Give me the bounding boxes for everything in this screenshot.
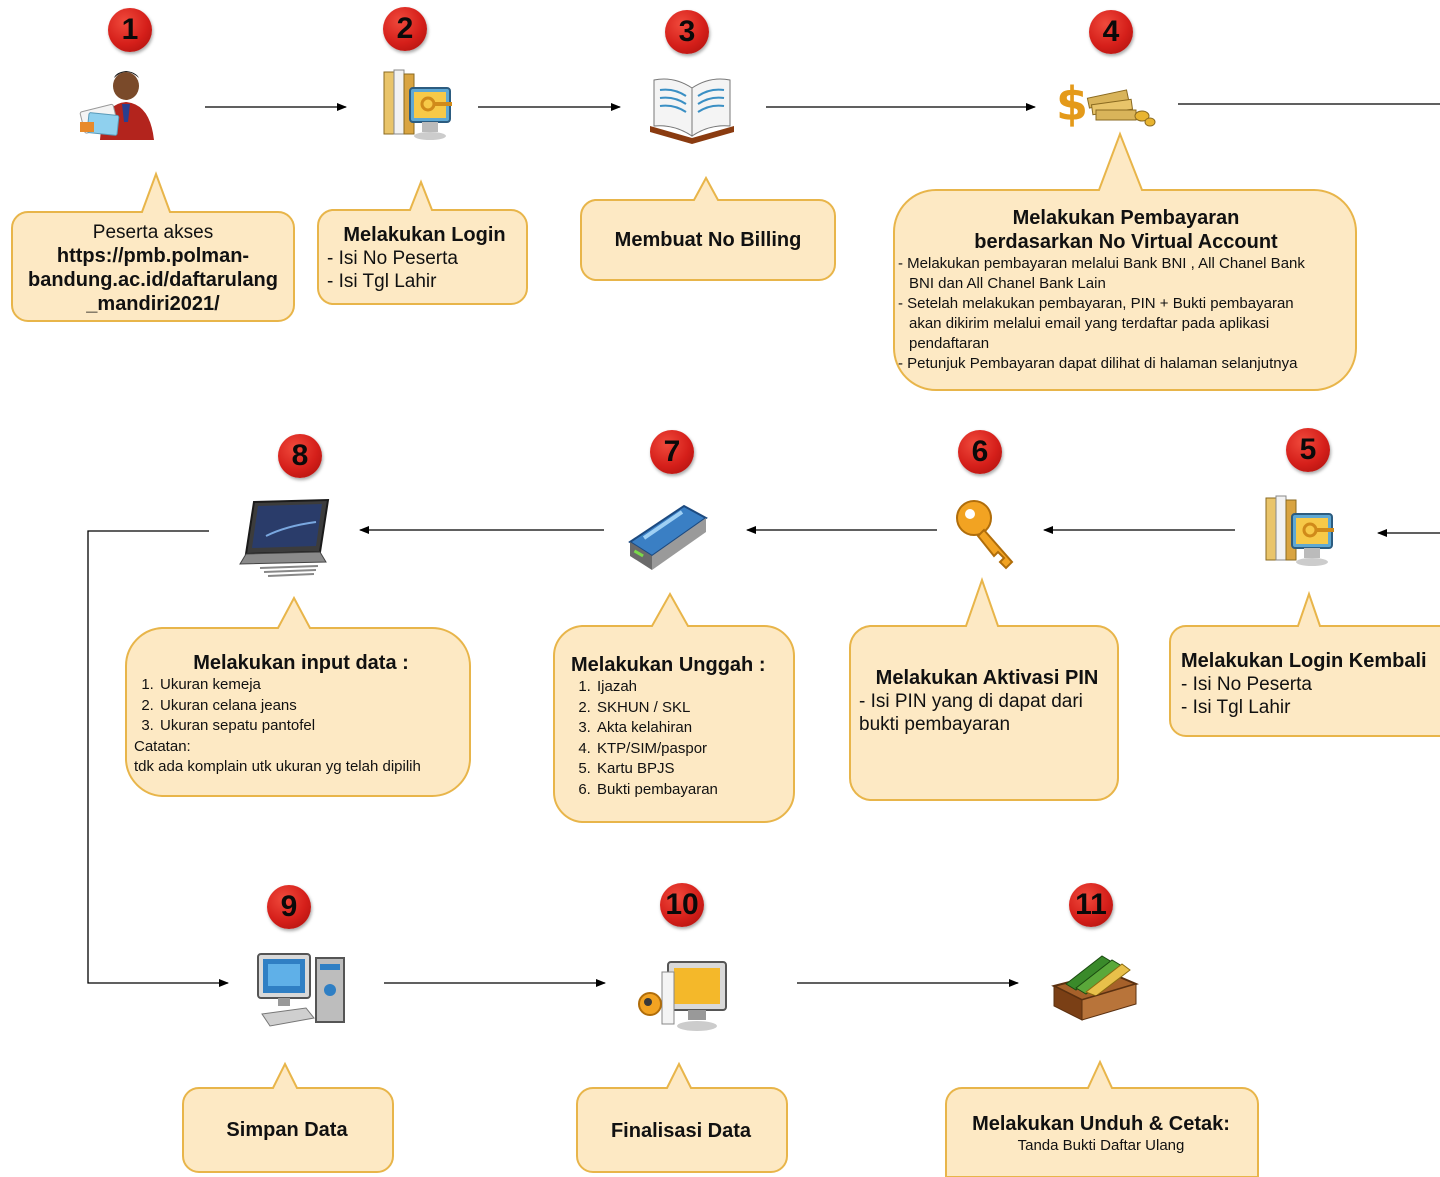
step-9-title: Simpan Data (226, 1119, 348, 1141)
step-2-title: Melakukan Login (343, 224, 506, 246)
callout-bubble (893, 131, 1357, 391)
money-coins-icon: $ (1056, 77, 1156, 128)
step-8-title: Melakukan input data : (193, 652, 409, 674)
step-5-item-1: - Isi No Peserta (1181, 674, 1312, 695)
file-box-icon (1051, 955, 1139, 1021)
monitor-key-icon (638, 961, 727, 1031)
callout-bubble (945, 1059, 1259, 1177)
step-10-badge: 10 (660, 883, 704, 927)
step-8-note-label: Catatan: (134, 737, 191, 755)
person-documents-icon (79, 71, 154, 140)
callout-bubble (579, 175, 836, 281)
callout-bubble (11, 171, 295, 322)
step-1-url-line-1: https://pmb.polman- (56, 245, 250, 267)
step-3-badge: 3 (665, 10, 709, 54)
step-7-callout: Melakukan Unggah : Ijazah SKHUN / SKL Ak… (552, 591, 796, 826)
list-item: Bukti pembayaran (595, 780, 791, 801)
callout-bubble (552, 591, 795, 823)
step-7-title: Melakukan Unggah : (571, 654, 766, 676)
callout-bubble (182, 1061, 394, 1173)
books-key-monitor-icon (383, 69, 452, 140)
step-6-title: Melakukan Aktivasi PIN (875, 667, 1099, 689)
step-11-callout: Melakukan Unduh & Cetak: Tanda Bukti Daf… (944, 1059, 1260, 1177)
step-1-badge: 1 (108, 8, 152, 52)
list-item: SKHUN / SKL (595, 698, 791, 719)
step-5-callout: Melakukan Login Kembali - Isi No Peserta… (1168, 590, 1440, 740)
step-10-callout: Finalisasi Data (575, 1061, 789, 1174)
desktop-computer-icon (257, 953, 345, 1027)
step-4-callout: Melakukan Pembayaran berdasarkan No Virt… (892, 131, 1358, 392)
step-11-badge: 11 (1069, 883, 1113, 927)
step-4-item-2-cont-2: pendaftaran (909, 335, 990, 352)
open-book-icon (650, 78, 734, 144)
arrow-8-to-9 (87, 530, 229, 987)
list-item: Ijazah (595, 677, 791, 698)
list-item: Kartu BPJS (595, 759, 791, 780)
step-10-title: Finalisasi Data (610, 1120, 752, 1142)
step-2-badge: 2 (383, 7, 427, 51)
step-3-callout: Membuat No Billing (579, 175, 837, 282)
step-7-upload-list: Ijazah SKHUN / SKL Akta kelahiran KTP/SI… (571, 677, 791, 800)
step-6-line-2: bukti pembayaran (859, 714, 1011, 735)
step-2-callout: Melakukan Login - Isi No Peserta - Isi T… (316, 179, 529, 306)
step-11-title: Melakukan Unduh & Cetak: (972, 1113, 1230, 1135)
list-item: Akta kelahiran (595, 718, 791, 739)
list-item: KTP/SIM/paspor (595, 739, 791, 760)
step-5-badge: 5 (1286, 428, 1330, 472)
callout-bubble (576, 1061, 788, 1173)
callout-bubble (1169, 590, 1440, 737)
callout-bubble (124, 595, 471, 798)
callout-bubble (316, 179, 528, 305)
step-8-callout: Melakukan input data : Ukuran kemeja Uku… (124, 595, 472, 800)
step-4-item-2-cont: akan dikirim melalui email yang terdafta… (909, 315, 1270, 332)
step-2-item-2: - Isi Tgl Lahir (327, 271, 437, 292)
step-4-badge: 4 (1089, 10, 1133, 54)
step-4-title-line-1: Melakukan Pembayaran (1012, 207, 1240, 229)
list-item: Ukuran celana jeans (158, 696, 468, 717)
step-8-input-list: Ukuran kemeja Ukuran celana jeans Ukuran… (134, 675, 468, 737)
step-11-subtitle: Tanda Bukti Daftar Ulang (1017, 1137, 1185, 1154)
step-5-item-2: - Isi Tgl Lahir (1181, 697, 1291, 718)
step-4-title-line-2: berdasarkan No Virtual Account (974, 231, 1278, 253)
callout-bubble (848, 576, 1119, 801)
step-4-item-2: - Setelah melakukan pembayaran, PIN + Bu… (898, 295, 1294, 312)
step-9-callout: Simpan Data (181, 1061, 395, 1174)
step-1-callout: Peserta akses https://pmb.polman- bandun… (10, 171, 296, 324)
step-8-note: tdk ada komplain utk ukuran yg telah dip… (134, 757, 421, 775)
svg-text:$: $ (1056, 77, 1088, 128)
step-6-line-1: - Isi PIN yang di dapat dari (859, 691, 1083, 712)
list-item: Ukuran sepatu pantofel (158, 716, 468, 737)
step-7-badge: 7 (650, 430, 694, 474)
step-6-badge: 6 (958, 430, 1002, 474)
step-4-item-3: - Petunjuk Pembayaran dapat dilihat di h… (898, 355, 1298, 372)
laptop-icon (239, 498, 330, 577)
step-4-item-1-cont: BNI dan All Chanel Bank Lain (909, 275, 1106, 292)
step-2-item-1: - Isi No Peserta (327, 248, 458, 269)
step-3-title: Membuat No Billing (614, 229, 802, 251)
list-item: Ukuran kemeja (158, 675, 468, 696)
step-5-title: Melakukan Login Kembali (1181, 650, 1427, 672)
step-6-callout: Melakukan Aktivasi PIN - Isi PIN yang di… (848, 576, 1120, 802)
step-4-item-1: - Melakukan pembayaran melalui Bank BNI … (898, 255, 1305, 272)
step-1-url-line-2: bandung.ac.id/daftarulang (27, 269, 278, 291)
step-9-badge: 9 (267, 885, 311, 929)
step-1-url-line-3: _mandiri2021/ (86, 293, 220, 315)
scanner-icon (628, 504, 708, 570)
books-key-monitor-icon (1265, 495, 1334, 566)
step-8-badge: 8 (278, 434, 322, 478)
step-1-line-1: Peserta akses (92, 222, 214, 243)
key-icon (956, 500, 1014, 570)
